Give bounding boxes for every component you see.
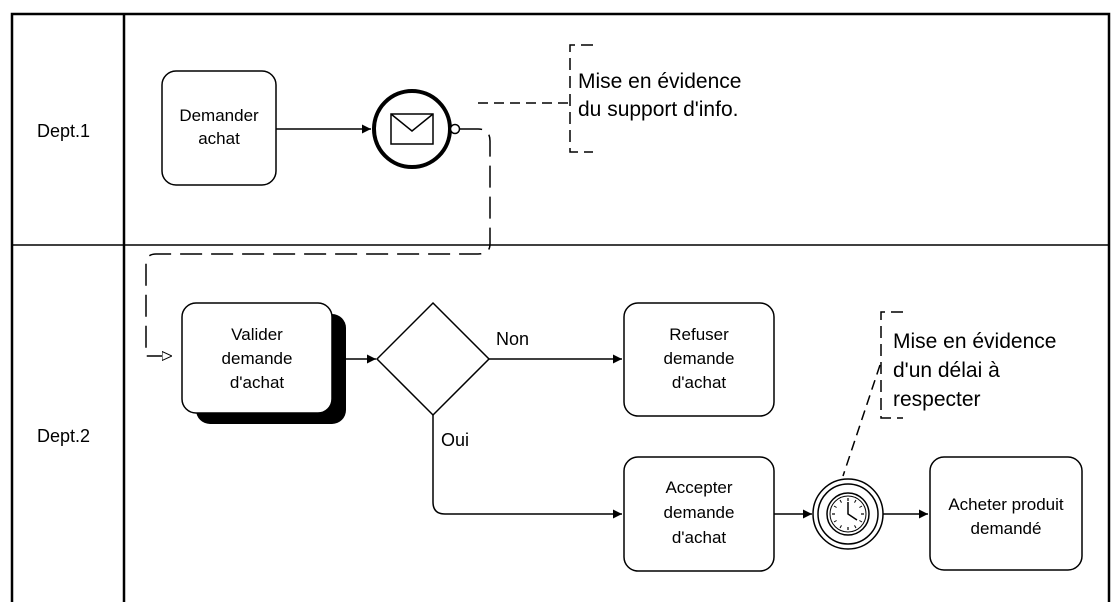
task-accepter-demande[interactable]: Accepter demande d'achat	[623, 456, 775, 572]
task-acheter-line1: Acheter produit	[948, 495, 1064, 514]
task-accepter-line2: demande	[664, 503, 735, 522]
annotation-message-line1: Mise en évidence	[578, 70, 741, 93]
task-demander-line1: Demander	[179, 106, 259, 125]
lane-label-dept1: Dept.1	[37, 121, 90, 141]
timer-event[interactable]	[812, 478, 884, 550]
task-valider-line3: d'achat	[230, 373, 285, 392]
annotation-timer: Mise en évidence d'un délai à respecter	[842, 311, 1056, 477]
message-flow-start	[449, 123, 461, 135]
annotation-message: Mise en évidence du support d'info.	[478, 44, 741, 153]
task-refuser-line2: demande	[664, 349, 735, 368]
task-accepter-line1: Accepter	[665, 478, 732, 497]
decision-gateway[interactable]	[375, 301, 491, 417]
message-event[interactable]	[372, 89, 452, 169]
flow-label-non: Non	[496, 329, 529, 349]
annotation-timer-line2: d'un délai à	[893, 359, 1000, 382]
pool-border	[10, 12, 1111, 602]
task-valider-line1: Valider	[231, 325, 283, 344]
task-refuser-demande[interactable]: Refuser demande d'achat	[623, 302, 775, 417]
envelope-icon	[390, 113, 434, 145]
annotation-timer-line1: Mise en évidence	[893, 330, 1056, 353]
task-valider-line2: demande	[222, 349, 293, 368]
task-acheter-line2: demandé	[971, 519, 1042, 538]
task-refuser-line3: d'achat	[672, 373, 727, 392]
task-demander-achat[interactable]: Demander achat	[161, 70, 277, 186]
task-acheter-produit[interactable]: Acheter produit demandé	[929, 456, 1083, 571]
clock-icon	[826, 492, 870, 536]
task-refuser-line1: Refuser	[669, 325, 729, 344]
annotation-timer-line3: respecter	[893, 388, 981, 411]
lane-label-dept2: Dept.2	[37, 426, 90, 446]
annotation-message-line2: du support d'info.	[578, 98, 738, 121]
flow-gateway-to-accepter	[432, 415, 622, 519]
pool	[10, 12, 1111, 602]
flow-label-oui: Oui	[441, 430, 469, 450]
task-demander-line2: achat	[198, 129, 240, 148]
task-valider-demande[interactable]: Valider demande d'achat	[181, 302, 346, 424]
task-accepter-line3: d'achat	[672, 528, 727, 547]
